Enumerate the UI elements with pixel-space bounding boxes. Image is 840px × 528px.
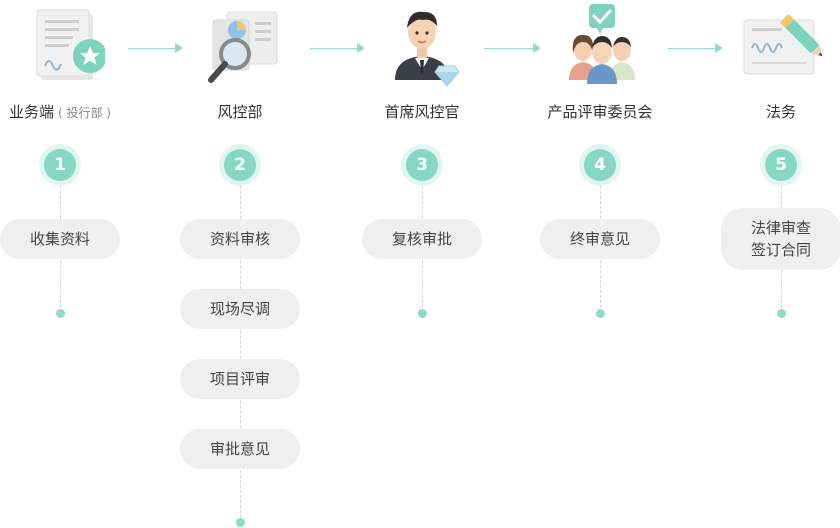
contract-pen-icon xyxy=(736,4,826,90)
task-onsite-due-diligence[interactable]: 现场尽调 xyxy=(180,289,300,329)
stage-business: 业务端( 投行部 ) 1 收集资料 xyxy=(0,0,130,528)
task-line: 法律审查 xyxy=(750,219,811,237)
step-number-badge: 1 xyxy=(39,144,81,186)
step-number-badge: 5 xyxy=(760,144,802,186)
stage-title: 首席风控官 xyxy=(384,103,460,121)
stage-product-committee: 产品评审委员会 4 终审意见 xyxy=(530,0,670,528)
stage-chief-risk-officer: 首席风控官 3 复核审批 xyxy=(352,0,492,528)
step-number-badge: 4 xyxy=(579,144,621,186)
task-approval-opinion[interactable]: 审批意见 xyxy=(180,429,300,469)
step-number-badge: 3 xyxy=(401,144,443,186)
stage-title: 法务 xyxy=(765,103,796,121)
timeline-end-dot xyxy=(56,309,65,318)
committee-check-icon xyxy=(555,4,645,90)
timeline-end-dot xyxy=(418,309,427,318)
stage-title: 风控部 xyxy=(217,103,263,121)
task-project-review[interactable]: 项目评审 xyxy=(180,359,300,399)
stage-title: 业务端( 投行部 ) xyxy=(8,103,111,121)
flow-arrow-1-2 xyxy=(128,43,183,53)
stage-risk-control: 风控部 2 资料审核 现场尽调 项目评审 审批意见 xyxy=(170,0,310,528)
timeline-line xyxy=(240,186,241,518)
timeline-end-dot xyxy=(236,518,245,527)
task-collect-materials[interactable]: 收集资料 xyxy=(0,219,120,259)
task-legal-review-sign-contract[interactable]: 法律审查 签订合同 xyxy=(721,208,840,270)
flow-arrow-2-3 xyxy=(310,43,365,53)
flow-arrow-3-4 xyxy=(484,43,541,53)
executive-diamond-icon xyxy=(377,4,467,90)
step-number: 5 xyxy=(765,149,797,181)
timeline-end-dot xyxy=(777,309,786,318)
stage-subtitle: ( 投行部 ) xyxy=(58,106,111,120)
step-number-badge: 2 xyxy=(219,144,261,186)
flow-arrow-4-5 xyxy=(668,43,723,53)
step-number: 4 xyxy=(584,149,616,181)
step-number: 1 xyxy=(44,149,76,181)
step-number: 3 xyxy=(406,149,438,181)
document-star-icon xyxy=(15,4,105,90)
task-line: 签订合同 xyxy=(750,241,811,259)
step-number: 2 xyxy=(224,149,256,181)
task-recheck-approval[interactable]: 复核审批 xyxy=(362,219,482,259)
timeline-end-dot xyxy=(596,309,605,318)
magnifier-report-icon xyxy=(195,4,285,90)
stage-title: 产品评审委员会 xyxy=(547,103,653,121)
task-review-materials[interactable]: 资料审核 xyxy=(180,219,300,259)
task-final-opinion[interactable]: 终审意见 xyxy=(540,219,660,259)
stage-legal: 法务 5 法律审查 签订合同 xyxy=(711,0,840,528)
